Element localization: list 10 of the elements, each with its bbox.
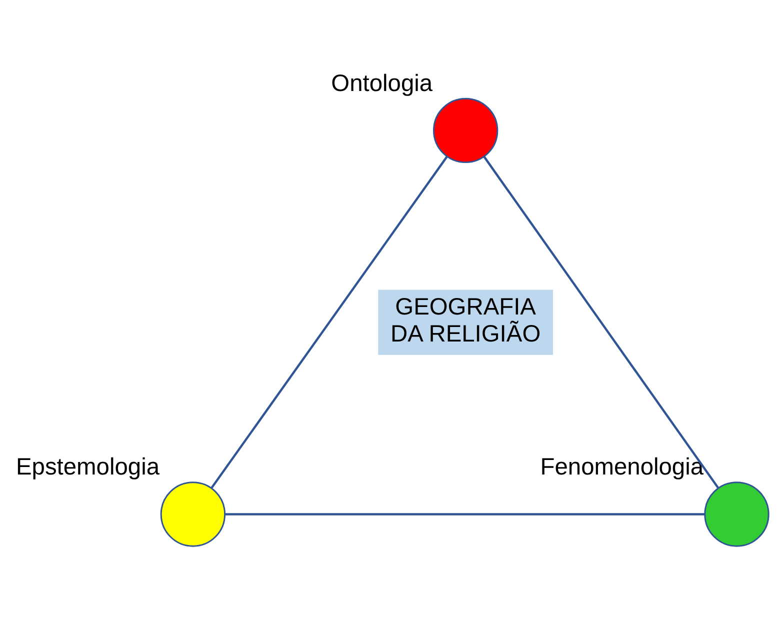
node-circle <box>433 97 498 163</box>
node-label: Ontologia <box>331 70 433 96</box>
connector <box>224 512 705 515</box>
node-label: Fenomenologia <box>540 454 704 480</box>
connector <box>210 156 448 488</box>
connector <box>483 156 720 488</box>
node-circle <box>704 481 770 546</box>
node-box: GEOGRAFIA DA RELIGIÃO <box>378 289 553 354</box>
node-circle <box>160 481 226 546</box>
node-label: Epstemologia <box>16 454 160 480</box>
